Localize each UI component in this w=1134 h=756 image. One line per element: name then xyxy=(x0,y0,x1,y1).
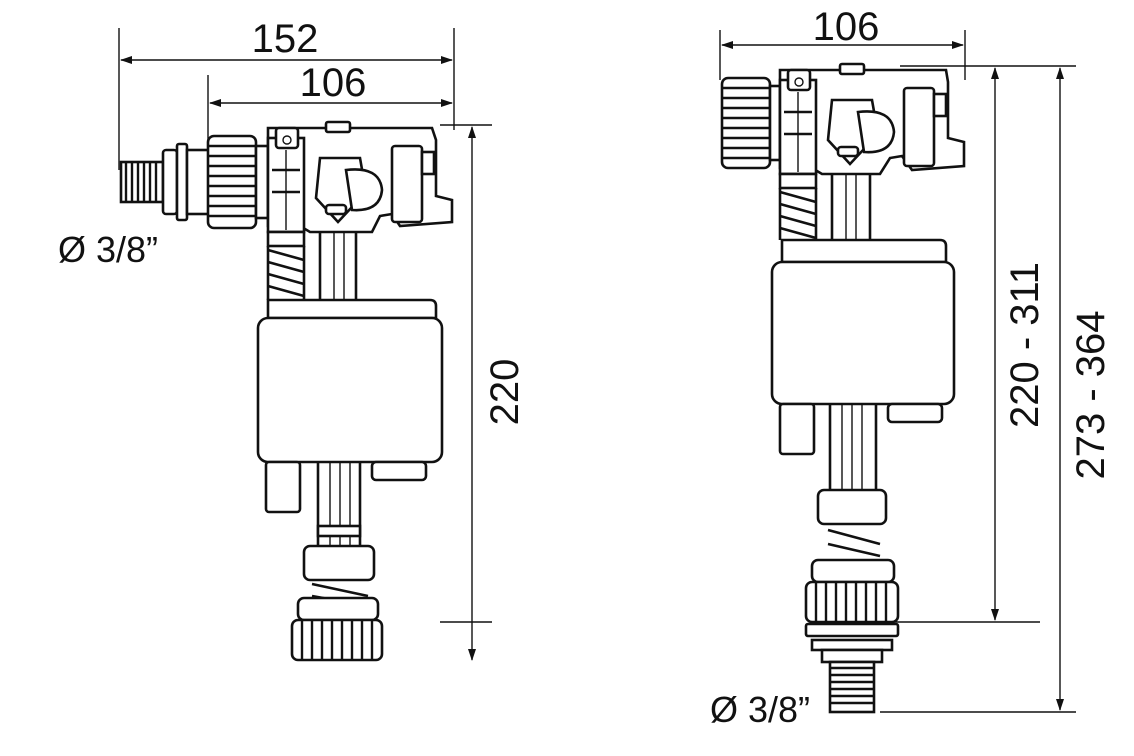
top-knurled-cap xyxy=(720,76,782,170)
lower-stem xyxy=(296,462,380,622)
upper-stem-right xyxy=(778,172,872,240)
dim-body-width: 106 xyxy=(300,61,367,105)
knurled-nut xyxy=(206,134,270,230)
side-inlet-thread xyxy=(119,142,211,222)
float-body xyxy=(256,298,444,514)
inlet-label-right: Ø 3/8” xyxy=(710,689,810,730)
bottom-inlet-thread xyxy=(804,622,900,714)
bottom-nut xyxy=(290,618,384,662)
valve-head-right xyxy=(778,62,966,176)
right-view: 106 220 - 311 273 - 364 Ø 3/8” xyxy=(710,5,1113,730)
upper-stem xyxy=(266,230,358,300)
float-body-right xyxy=(770,238,956,456)
lower-stem-right xyxy=(810,404,896,584)
dim-total-height-range: 273 - 364 xyxy=(1069,310,1113,479)
dim-height: 220 xyxy=(483,359,527,426)
dim-height-range: 220 - 311 xyxy=(1003,262,1047,428)
dim-body-width-right: 106 xyxy=(813,5,880,49)
valve-head xyxy=(266,120,454,234)
left-view: 152 106 220 Ø 3/8” xyxy=(58,17,527,662)
inlet-label: Ø 3/8” xyxy=(58,229,158,270)
dim-overall-width: 152 xyxy=(252,17,319,61)
bottom-nut-right xyxy=(804,580,900,624)
